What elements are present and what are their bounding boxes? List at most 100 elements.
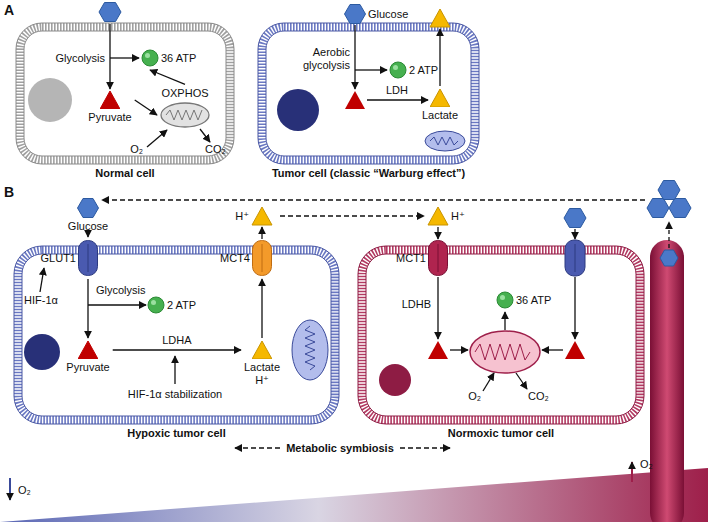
pyruvate: Pyruvate: [88, 91, 131, 124]
glucose-symbols: [647, 181, 691, 267]
text-label: Aerobic glycolysis: [288, 46, 350, 71]
cell: Normal cellPyruvate36 ATPOXPHOS: [20, 27, 230, 160]
arrows: [438, 227, 575, 391]
node-label: Pyruvate: [66, 361, 109, 374]
connector: [113, 349, 241, 350]
text-label: Glycolysis: [55, 52, 105, 65]
atp-symbol: [147, 296, 165, 314]
glucose-symbol: [77, 198, 99, 218]
label-group: LactateH⁺: [244, 361, 280, 386]
mitochondrion-symbol: [160, 102, 210, 128]
panel-letter: A: [4, 2, 14, 18]
oxygen-gradient: [0, 468, 708, 522]
transporter: GLUT1: [41, 240, 98, 276]
text-label: Glycolysis: [96, 284, 146, 297]
text-label: HIF-1α stabilization: [128, 388, 222, 401]
text-label: LDH: [386, 84, 408, 97]
cristae: [305, 326, 315, 370]
label-group: 36 ATP: [516, 294, 551, 307]
lactate: LactateH⁺: [244, 341, 280, 386]
glucose-symbol: [564, 209, 586, 228]
node-label: OXPHOS: [161, 87, 208, 100]
node-label: 2 ATP: [167, 299, 196, 312]
connector: [87, 279, 88, 338]
node-label: Lactate: [422, 109, 458, 122]
transporter: MCT4: [220, 240, 272, 276]
lactate: Lactate: [422, 89, 458, 122]
arrows: [110, 24, 210, 147]
label-group: GLUT1: [41, 252, 76, 265]
pyruvate-symbol: [345, 91, 365, 109]
label-group: MCT4: [220, 252, 250, 265]
oxygen-arrow: [9, 478, 11, 500]
cell-caption: Tumor cell (classic “Warburg effect”): [242, 167, 495, 179]
atp: 36 ATP: [141, 49, 196, 67]
text-label: CO₂: [528, 390, 549, 403]
cell-caption: Normoxic tumor cell: [342, 427, 660, 439]
cell: Tumor cell (classic “Warburg effect”)2 A…: [262, 27, 475, 160]
blood-vessel: [650, 240, 684, 522]
pyruvate: Pyruvate: [66, 341, 109, 374]
label-group: Pyruvate: [88, 111, 131, 124]
glucose: Glucose: [344, 4, 408, 24]
node-label: 36 ATP: [516, 294, 551, 307]
cell-membranes: [14, 23, 644, 424]
atp-symbol: [496, 291, 514, 309]
cell: Normoxic tumor cellMCT136 ATP: [362, 250, 640, 420]
title-label: Metabolic symbiosis: [286, 442, 394, 455]
text-label: O₂: [468, 390, 481, 403]
text-label: O₂: [130, 143, 143, 156]
arrows: [355, 25, 440, 100]
mitochondrion: [425, 131, 465, 151]
cell-caption: Hypoxic tumor cell: [0, 427, 355, 439]
cell-caption: Normal cell: [0, 167, 250, 179]
label-group: 36 ATP: [161, 52, 196, 65]
node-label: GLUT1: [41, 252, 76, 265]
connector: [261, 279, 262, 338]
pyruvate-symbol: [78, 341, 98, 359]
text-label: H⁺: [451, 210, 465, 223]
oxygen-arrow: [631, 462, 633, 482]
text-label: HIF-1α: [24, 294, 58, 307]
label-group: Pyruvate: [66, 361, 109, 374]
pyruvate-symbol: [565, 341, 585, 359]
edge-label: LDHA: [160, 334, 193, 347]
node-label: MCT4: [220, 252, 250, 265]
mitochondrion: [470, 331, 540, 373]
text-label: O₂: [18, 484, 31, 497]
label-group: Glucose: [68, 220, 108, 233]
label-group: Glucose: [368, 8, 408, 21]
transporter: MCT1: [396, 240, 448, 276]
label-group: Lactate: [422, 109, 458, 122]
cristae: [475, 344, 530, 360]
node-label: MCT1: [396, 252, 426, 265]
lactate-symbol: [430, 9, 450, 27]
node-label: Pyruvate: [88, 111, 131, 124]
node-label: 2 ATP: [409, 64, 438, 77]
transporter-symbol: [428, 240, 448, 276]
connector: [135, 100, 157, 115]
panel-letter: B: [4, 184, 14, 200]
atp-symbol: [141, 49, 159, 67]
glucose-symbol: [344, 4, 366, 24]
atp: 2 ATP: [147, 296, 196, 314]
label-group: 2 ATP: [167, 299, 196, 312]
node-label: Glucose: [68, 220, 108, 233]
nucleus: [277, 89, 319, 131]
pyruvate-symbol: [100, 91, 120, 109]
lactate-symbol: [252, 341, 272, 359]
cristae: [430, 137, 458, 145]
lactate-symbol: [430, 89, 450, 107]
arrow: [668, 222, 669, 248]
glucose-transporter: [565, 240, 585, 276]
transporter-symbol: [252, 240, 272, 276]
atp-symbol: [389, 61, 407, 79]
node-label: Lactate: [244, 361, 280, 374]
transporter-symbol: [78, 240, 98, 276]
transporter-line: [575, 244, 576, 272]
mitochondrion: [292, 320, 328, 380]
glucose-symbol: [99, 3, 121, 22]
lactate-symbol: [252, 207, 272, 225]
label-group: 2 ATP: [409, 64, 438, 77]
